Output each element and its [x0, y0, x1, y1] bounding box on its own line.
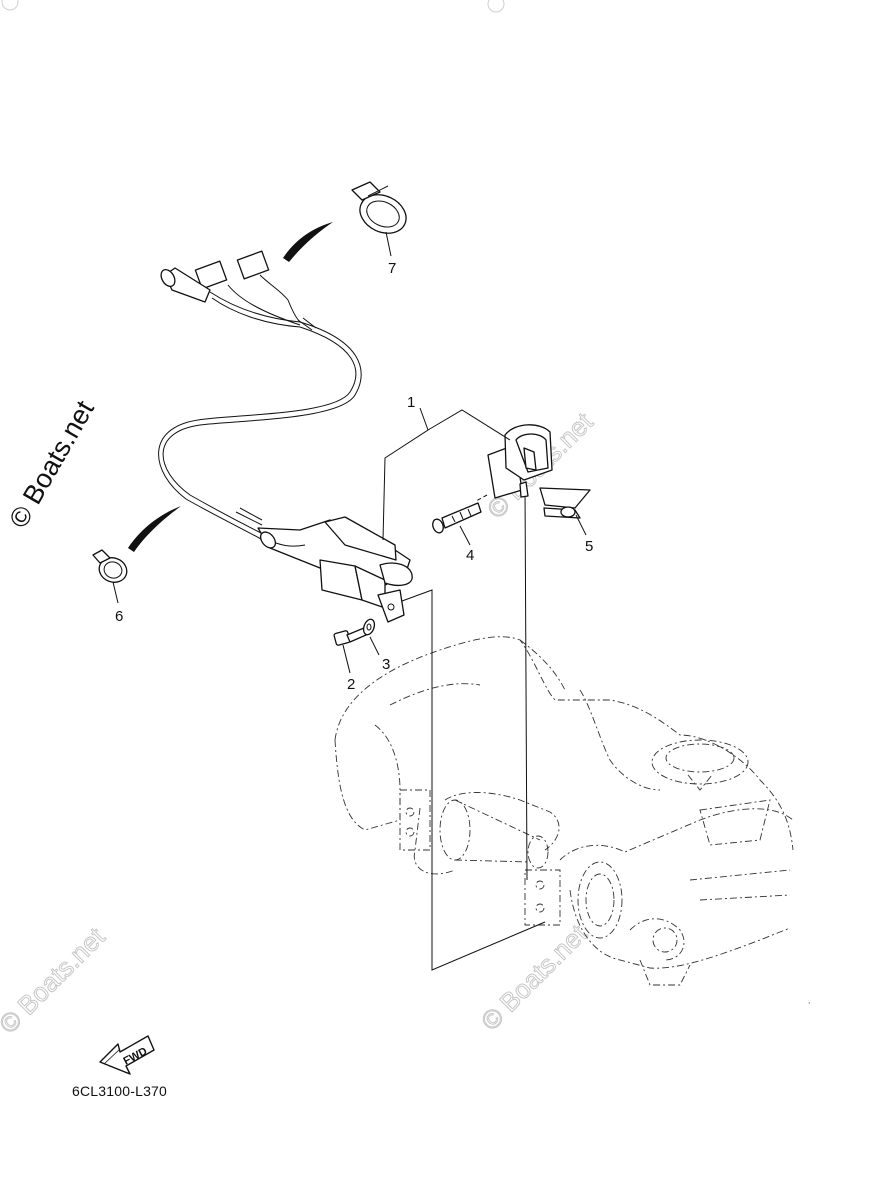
connector-b: [194, 260, 228, 290]
watermark-left: © Boats.net: [3, 395, 100, 533]
watermark-bottom-right: © Boats.net: [475, 918, 593, 1036]
fwd-arrow: FWD: [99, 1035, 155, 1075]
part-2-bolt: [333, 627, 367, 674]
assembly-lines: [382, 487, 546, 971]
callout-5: 5: [585, 538, 593, 555]
leader-1: [382, 407, 511, 541]
watermark-top-right: [487, 0, 505, 13]
diagram-code: 6CL3100-L370: [72, 1083, 168, 1099]
wire-harness: [158, 250, 362, 540]
watermark-bottom-left: © Boats.net: [0, 921, 111, 1039]
part-4-screw: [432, 502, 482, 546]
callout-6: 6: [115, 608, 123, 625]
part-3-washer: [362, 618, 380, 656]
callout-3: 3: [382, 656, 390, 673]
watermark-top-left: [1, 0, 19, 11]
corner-tick: ,: [808, 996, 810, 1005]
arrow-to-clamp-7: [283, 222, 333, 262]
part-5-holder: [539, 487, 591, 536]
connector-c: [164, 267, 211, 303]
arrow-to-clamp-6: [128, 506, 181, 552]
callout-4: 4: [466, 547, 474, 564]
callout-1: 1: [407, 394, 415, 411]
callout-7: 7: [388, 260, 396, 277]
part-6-clamp: [92, 549, 128, 604]
trim-sensor: [257, 516, 413, 623]
connector-a: [236, 250, 270, 280]
trim-sensor-cam: [487, 424, 553, 499]
bracket-phantom: [334, 636, 794, 986]
part-7-clamp: [351, 181, 407, 257]
callout-2: 2: [347, 676, 355, 693]
